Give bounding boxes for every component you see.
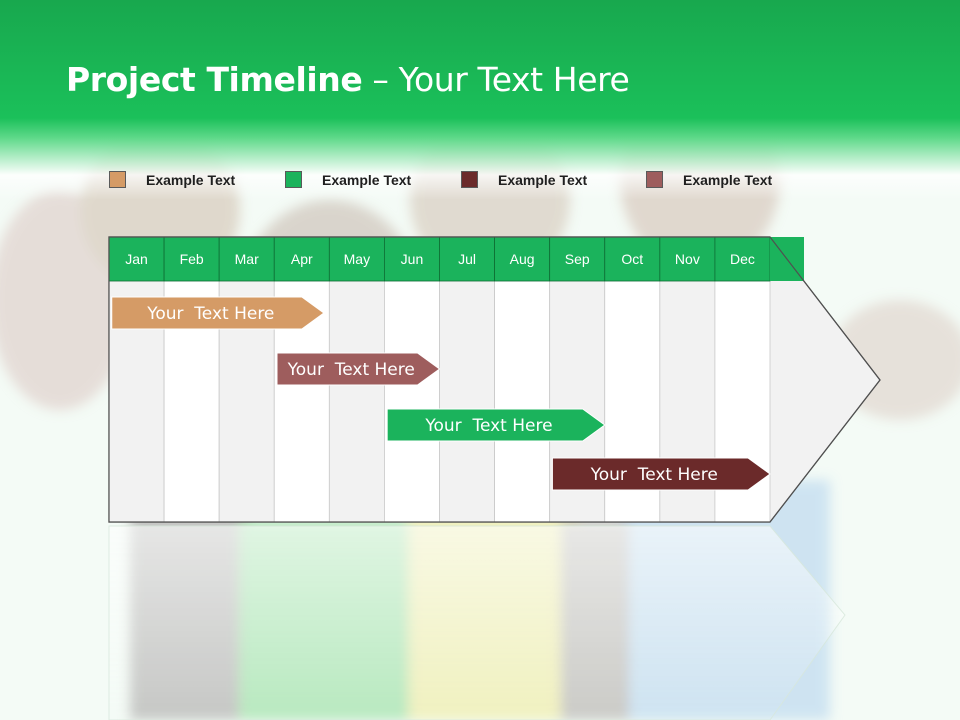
- task-bar-1: [111, 296, 325, 330]
- month-column-may: [328, 280, 385, 523]
- month-header-cell-feb: [163, 236, 220, 282]
- legend-swatch-3: [461, 171, 478, 188]
- legend-swatch-2: [285, 171, 302, 188]
- month-label-dec: Dec: [730, 251, 755, 267]
- month-header: Jan Feb Mar Apr May Jun Jul Aug Sep Oct Nov Dec: [108, 236, 804, 282]
- legend-label-4: Example Text: [683, 172, 773, 188]
- month-column-jul: [439, 280, 495, 523]
- month-header-cell-apr: [273, 236, 330, 282]
- month-header-cell-jan: [108, 236, 165, 282]
- task-bar-2: [276, 352, 441, 386]
- month-label-mar: Mar: [235, 251, 259, 267]
- timeline-reflection: [108, 525, 846, 720]
- legend-label-3: Example Text: [498, 172, 588, 188]
- month-label-aug: Aug: [510, 251, 535, 267]
- month-header-cell-nov: [659, 236, 716, 282]
- title-rest-part: – Your Text Here: [362, 60, 630, 99]
- header-band: [0, 0, 960, 200]
- month-label-apr: Apr: [291, 251, 313, 267]
- month-header-cell-mar: [218, 236, 275, 282]
- month-label-sep: Sep: [565, 251, 590, 267]
- task-bar-4: [551, 457, 771, 491]
- month-label-jun: Jun: [401, 251, 424, 267]
- month-label-feb: Feb: [180, 251, 204, 267]
- task-bar-label-4: Your Text Here: [590, 465, 718, 485]
- month-label-nov: Nov: [675, 251, 700, 267]
- title-bold-part: Project Timeline: [66, 60, 363, 99]
- month-label-jan: Jan: [125, 251, 148, 267]
- legend-swatch-1: [109, 171, 126, 188]
- month-header-cell-may: [328, 236, 385, 282]
- month-header-cell-oct: [604, 236, 661, 282]
- month-header-cell-sep: [549, 236, 606, 282]
- month-label-may: May: [344, 251, 370, 267]
- month-column-aug: [494, 280, 551, 523]
- task-bar-label-3: Your Text Here: [424, 416, 552, 436]
- task-bar-label-1: Your Text Here: [146, 304, 274, 324]
- timeline-arrow-outline: [108, 236, 881, 523]
- month-header-cell-jul: [439, 236, 495, 282]
- task-bar-label-2: Your Text Here: [287, 360, 415, 380]
- month-label-jul: Jul: [458, 251, 476, 267]
- page-title: Project Timeline – Your Text Here: [66, 58, 630, 102]
- legend-label-2: Example Text: [322, 172, 412, 188]
- task-bar-3: [386, 408, 606, 442]
- legend-swatch-4: [646, 171, 663, 188]
- month-label-oct: Oct: [621, 251, 643, 267]
- legend-label-1: Example Text: [146, 172, 236, 188]
- month-column-jun: [384, 280, 440, 523]
